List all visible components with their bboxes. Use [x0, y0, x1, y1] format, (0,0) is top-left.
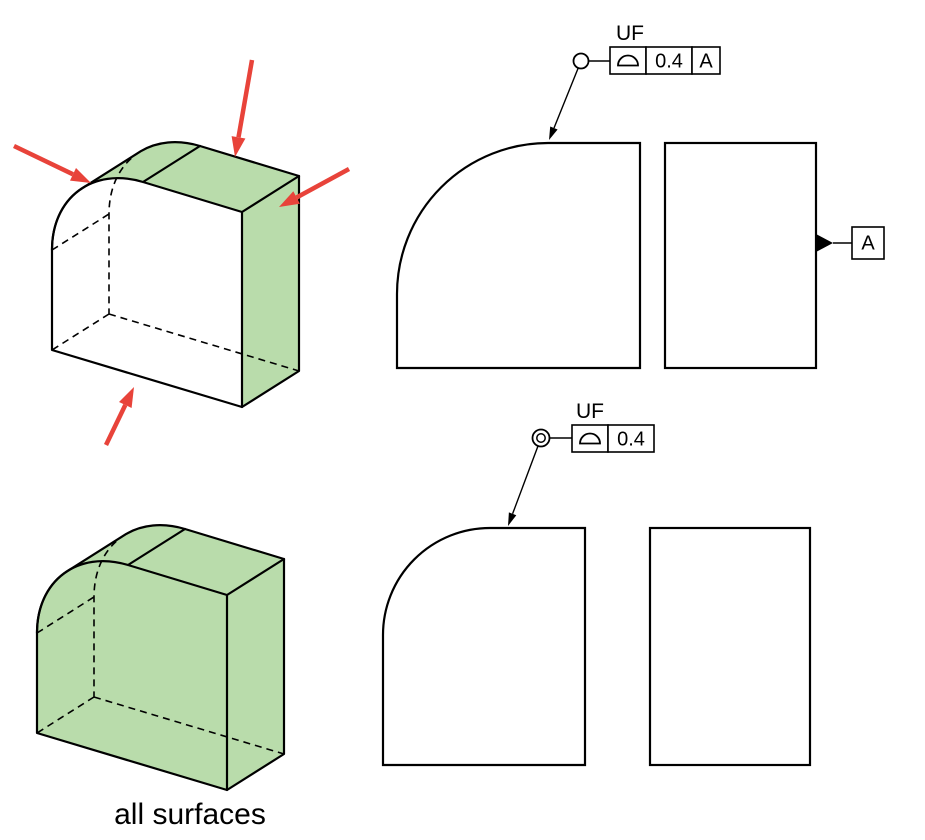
upper-side-view: [663, 141, 818, 370]
profile-of-surface-icon: [617, 54, 639, 67]
lower-feature-control-frame: UF 0.4: [508, 400, 655, 526]
arrow-left-head-icon: [70, 168, 91, 183]
arrow-bottom: [103, 387, 134, 446]
all-over-inner-circle-icon: [536, 433, 546, 443]
datum-triangle-icon: [816, 234, 833, 252]
upper-fcf-datum-cell: [691, 46, 721, 75]
lower-uf-label: UF: [576, 400, 604, 423]
lower-isometric-view: [35, 524, 286, 792]
hidden-edges: [51, 150, 300, 372]
datum-label-box: [851, 226, 885, 260]
arrow-left: [13, 143, 91, 183]
arrow-top: [231, 59, 255, 157]
lower-leader-arrowhead-icon: [508, 512, 517, 526]
lower-drawing-views: UF 0.4: [381, 400, 812, 767]
upper-front-view: [395, 141, 642, 370]
upper-uf-label: UF: [616, 22, 644, 45]
front-face-green: [37, 561, 227, 790]
arrow-top-head-icon: [231, 136, 246, 157]
arrow-bottom-head-icon: [119, 387, 134, 408]
solid-outline: [50, 141, 301, 409]
lower-front-view: [381, 526, 587, 767]
arrow-right-head-icon: [279, 191, 300, 207]
datum-feature-symbol: A: [816, 226, 885, 260]
lower-side-view: [648, 526, 812, 767]
lower-leader-line: [511, 445, 539, 515]
surface-indicator-arrows: [13, 59, 351, 446]
arrow-right: [279, 167, 351, 207]
upper-isometric-view: [50, 141, 301, 409]
upper-leader-arrowhead-icon: [549, 126, 558, 140]
upper-leader-line: [553, 67, 579, 129]
hidden-edges: [36, 533, 285, 755]
solid-outline: [35, 524, 286, 792]
profile-of-surface-icon: [579, 432, 601, 445]
front-face: [52, 178, 242, 407]
upper-drawing-views: A UF 0.4 A: [395, 22, 885, 370]
datum-label: A: [861, 233, 875, 255]
upper-fcf-tolerance-cell: [645, 46, 693, 75]
upper-feature-control-frame: UF 0.4 A: [549, 22, 721, 140]
lower-fcf-tolerance-cell: [607, 424, 655, 453]
all-around-icon: [572, 52, 590, 70]
upper-tolerance-value: 0.4: [655, 51, 683, 73]
lower-tolerance-value: 0.4: [617, 429, 645, 451]
upper-datum-reference: A: [699, 51, 713, 73]
caption-all-surfaces: all surfaces: [114, 798, 266, 831]
